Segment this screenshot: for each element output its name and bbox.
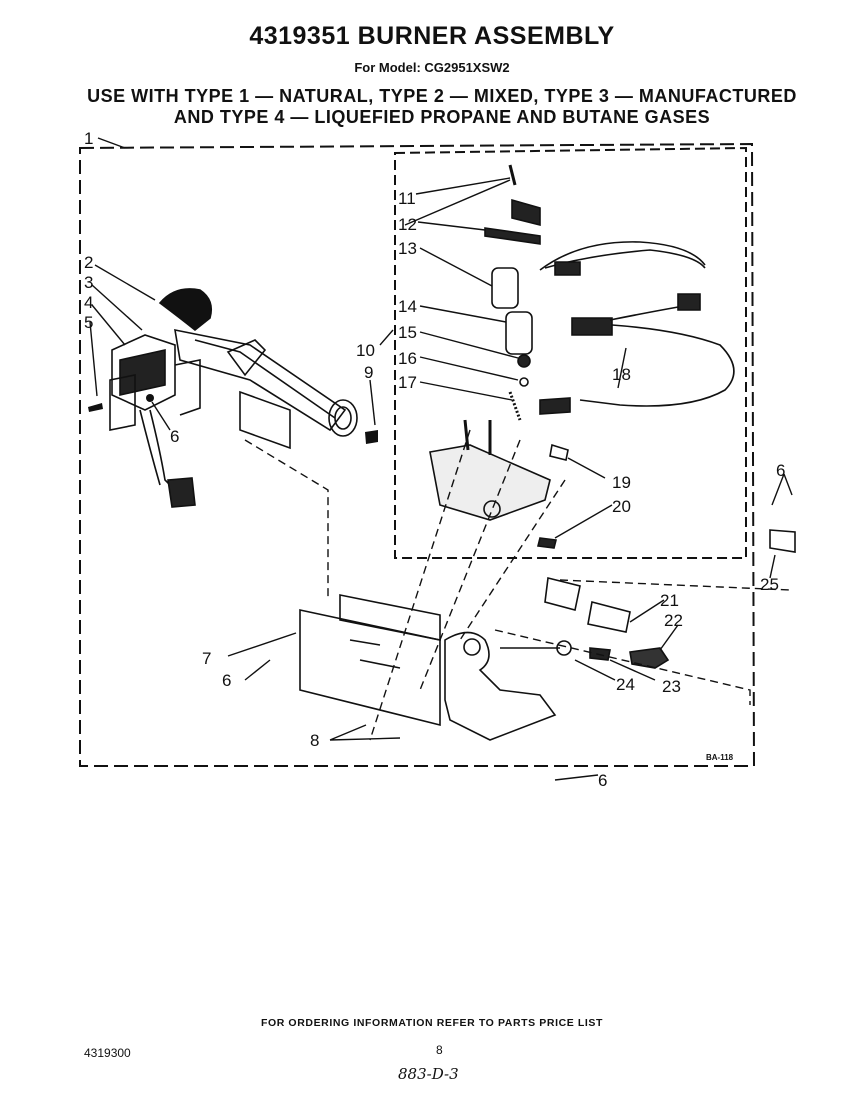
callout-14: 14 <box>398 297 417 316</box>
callout-12: 12 <box>398 215 417 234</box>
handwritten-note: 883-D-3 <box>398 1065 459 1083</box>
igniter-bracket <box>109 334 201 508</box>
usage-line-2: AND TYPE 4 — LIQUEFIED PROPANE AND BUTAN… <box>173 107 711 127</box>
callout-1: 1 <box>84 129 93 148</box>
model-number: For Model: CG2951XSW2 <box>354 60 510 75</box>
outer-frame <box>79 142 756 767</box>
callout-6-bottom: 6 <box>598 771 607 790</box>
callout-6-right: 6 <box>776 461 785 480</box>
callout-25: 25 <box>760 575 779 594</box>
document-number: 4319300 <box>84 1046 131 1060</box>
callout-3: 3 <box>84 273 93 292</box>
burner-base <box>299 594 557 741</box>
callout-6-bottom-left: 6 <box>222 671 231 690</box>
valve-frame <box>394 146 747 559</box>
callout-18: 18 <box>612 365 631 384</box>
callout-23: 23 <box>662 677 681 696</box>
wire-harness <box>539 241 735 415</box>
callout-10: 10 <box>356 341 375 360</box>
callout-21: 21 <box>660 591 679 610</box>
ordering-note: FOR ORDERING INFORMATION REFER TO PARTS … <box>260 1017 604 1029</box>
callout-9: 9 <box>364 363 373 382</box>
callout-16: 16 <box>398 349 417 368</box>
callout-5: 5 <box>84 313 93 332</box>
callout-19: 19 <box>612 473 631 492</box>
diagram-code: BA-118 <box>706 753 734 762</box>
callout-2: 2 <box>84 253 93 272</box>
callout-20: 20 <box>612 497 631 516</box>
page-number: 8 <box>436 1043 443 1057</box>
callout-24: 24 <box>616 675 635 694</box>
callout-17: 17 <box>398 373 417 392</box>
callout-15: 15 <box>398 323 417 342</box>
callout-8: 8 <box>310 731 319 750</box>
callout-22: 22 <box>664 611 683 630</box>
leader-lines <box>89 137 793 781</box>
gas-valve <box>429 164 569 549</box>
callout-13: 13 <box>398 239 417 258</box>
page-title: 4319351 BURNER ASSEMBLY <box>249 22 615 50</box>
burner-tube <box>158 288 358 450</box>
screws-left <box>88 394 378 444</box>
usage-line-1: USE WITH TYPE 1 — NATURAL, TYPE 2 — MIXE… <box>87 86 797 106</box>
callout-7: 7 <box>202 649 211 668</box>
callout-4: 4 <box>84 293 93 312</box>
callout-6-left: 6 <box>170 427 179 446</box>
callout-11: 11 <box>398 189 416 208</box>
